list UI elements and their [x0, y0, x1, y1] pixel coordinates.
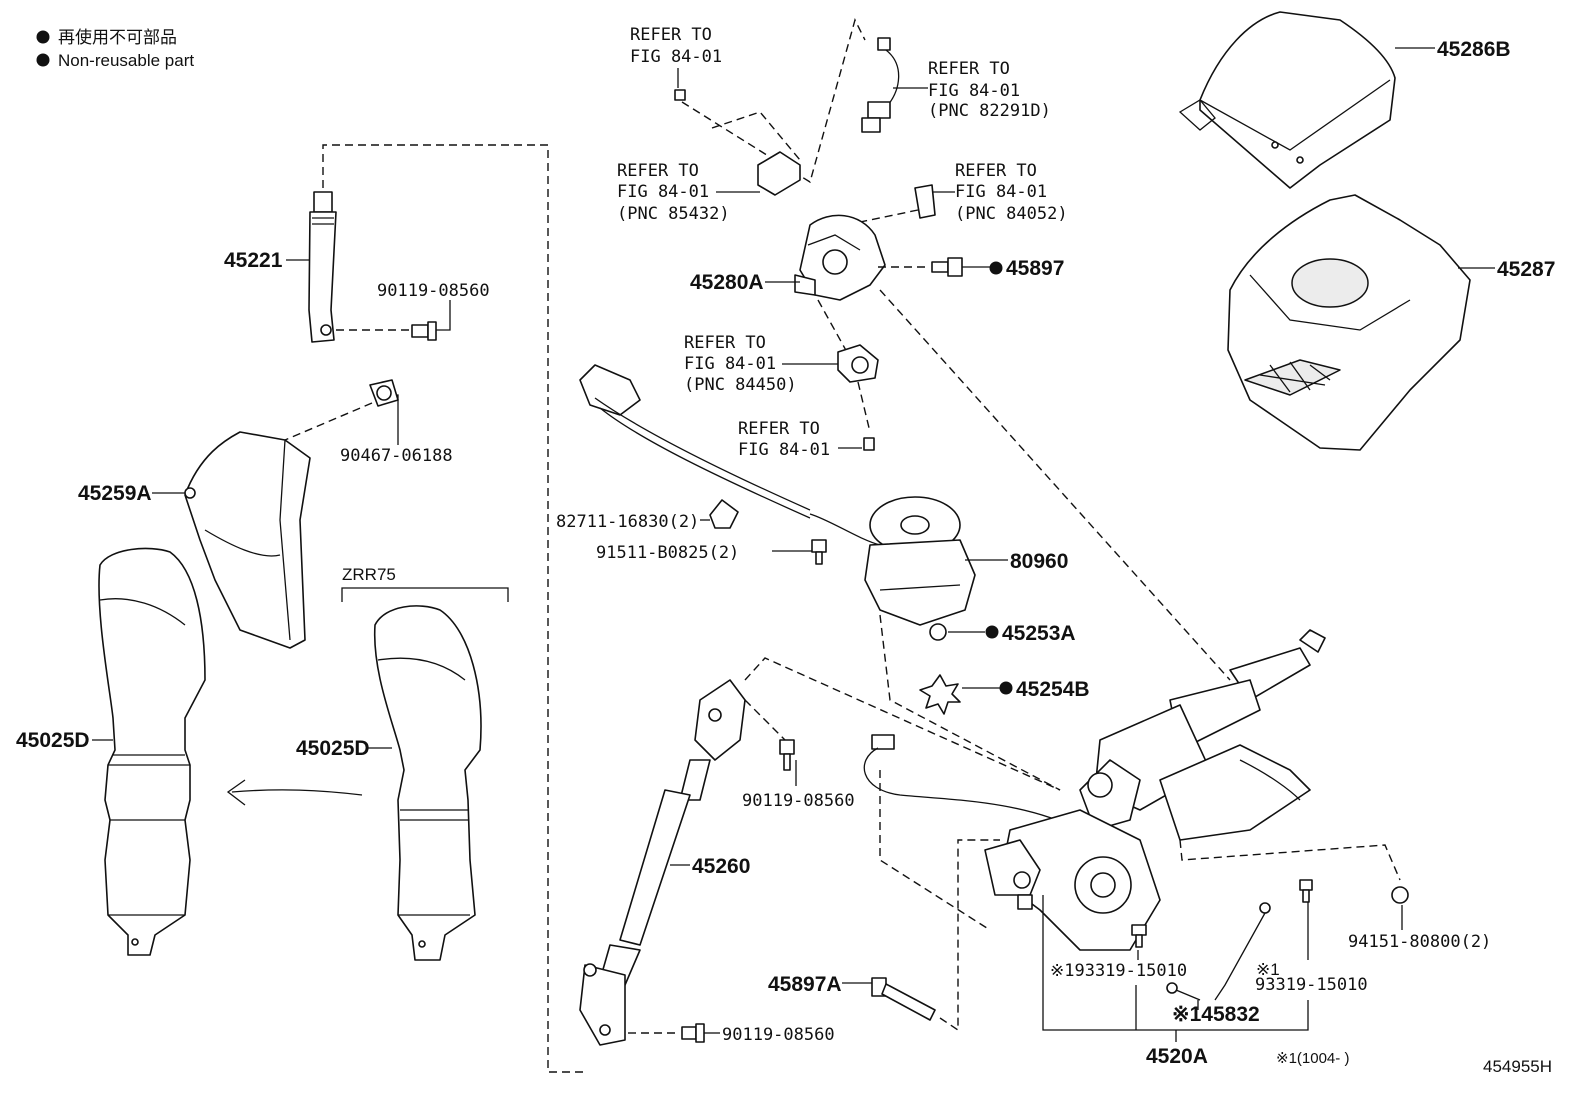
footnote: ※1(1004- ): [1276, 1050, 1349, 1067]
bolt-90119-bottom: [681, 1023, 705, 1043]
refer-84052-line3: (PNC 84052): [955, 204, 1068, 224]
label-90119-top: 90119-08560: [377, 281, 490, 301]
clip-94151: [1391, 886, 1409, 904]
label-45253A: 45253A: [1002, 622, 1076, 645]
boot-45025D-left: [98, 547, 206, 956]
variant-bracket: [341, 587, 509, 602]
label-45286B: 45286B: [1437, 38, 1511, 61]
bolt-93319-a: [1131, 924, 1147, 948]
label-94151: 94151-80800(2): [1348, 932, 1491, 952]
label-82711: 82711-16830(2): [556, 512, 699, 532]
refer-top-line1: REFER TO: [630, 25, 712, 45]
label-45025D-right: 45025D: [296, 737, 370, 760]
refer-82291d-line2: FIG 84-01: [928, 81, 1020, 101]
label-45260: 45260: [692, 855, 750, 878]
label-45254B: 45254B: [1016, 678, 1090, 701]
label-93319-b-mark: ※1: [1256, 960, 1280, 979]
refer-84052-line2: FIG 84-01: [955, 182, 1047, 202]
label-93319-b: 93319-15010: [1255, 975, 1368, 995]
bolt-90119-top: [411, 321, 437, 341]
refer-screw-line2: FIG 84-01: [738, 440, 830, 460]
label-90119-bottom: 90119-08560: [722, 1025, 835, 1045]
label-90119-mid: 90119-08560: [742, 791, 855, 811]
non-reusable-bullet-icon: [36, 53, 50, 67]
legend-japanese: 再使用不可部品: [58, 27, 177, 47]
boot-45025D-right: [373, 605, 482, 961]
clip-82711: [709, 499, 739, 529]
refer-84450-line1: REFER TO: [684, 333, 766, 353]
gear-45253A: [929, 623, 947, 641]
refer-85432-line1: REFER TO: [617, 161, 699, 181]
connector-82291D: [861, 37, 900, 133]
switch-84052: [914, 184, 936, 219]
non-reusable-bullet-icon: [985, 625, 999, 639]
lower-cover-45287: [1227, 194, 1471, 451]
label-45221: 45221: [224, 249, 283, 272]
diagram-id: 454955H: [1483, 1057, 1552, 1076]
column-connector-cable: [863, 734, 1081, 831]
upper-cover-45286B: [1178, 11, 1396, 189]
refer-85432-line3: (PNC 85432): [617, 204, 730, 224]
label-45897A: 45897A: [768, 973, 842, 996]
legend-english: Non-reusable part: [58, 51, 194, 70]
label-45287: 45287: [1497, 258, 1555, 281]
variant-label: ZRR75: [342, 565, 396, 584]
screw-icon: [863, 437, 875, 451]
shaft-45221: [308, 191, 337, 343]
label-80960: 80960: [1010, 550, 1068, 573]
intermediate-shaft-45260: [579, 679, 746, 1046]
label-4520A: 4520A: [1146, 1045, 1208, 1068]
cover-45259A: [184, 431, 311, 649]
switch-84450: [837, 344, 879, 383]
legend: 再使用不可部品 Non-reusable part: [36, 27, 194, 70]
bolt-45897A: [871, 977, 936, 1021]
label-45832: ※145832: [1172, 1003, 1260, 1026]
non-reusable-bullet-icon: [999, 681, 1013, 695]
refer-85432-line2: FIG 84-01: [617, 182, 709, 202]
label-90467: 90467-06188: [340, 446, 453, 466]
refer-screw-line1: REFER TO: [738, 419, 820, 439]
replacement-arrow-icon: [226, 779, 363, 806]
sensor-85432: [757, 151, 801, 196]
non-reusable-bullet-icon: [36, 30, 50, 44]
grommet-90467: [369, 379, 399, 407]
refer-84450-line3: (PNC 84450): [684, 375, 797, 395]
label-45259A: 45259A: [78, 482, 152, 505]
bolt-91511: [811, 539, 827, 565]
gear-45254B: [919, 674, 961, 715]
ground-strap-45832: [1166, 879, 1313, 1001]
label-45025D-left: 45025D: [16, 729, 90, 752]
refer-84450-line2: FIG 84-01: [684, 354, 776, 374]
label-91511: 91511-B0825(2): [596, 543, 739, 563]
label-93319-a: ※193319-15010: [1050, 961, 1187, 981]
label-45280A: 45280A: [690, 271, 764, 294]
refer-top-line2: FIG 84-01: [630, 47, 722, 67]
steering-column-assembly: [984, 629, 1326, 951]
wire-harness: [579, 364, 881, 546]
bolt-90119-mid: [779, 739, 795, 771]
refer-82291d-line1: REFER TO: [928, 59, 1010, 79]
screw-icon: [674, 89, 686, 101]
label-45897: 45897: [1006, 257, 1064, 280]
coil-assembly-80960: [864, 496, 976, 626]
assembly-bracket-line: [322, 144, 587, 1073]
refer-84052-line1: REFER TO: [955, 161, 1037, 181]
non-reusable-bullet-icon: [989, 261, 1003, 275]
refer-82291d-line3: (PNC 82291D): [928, 101, 1051, 121]
bolt-45897: [931, 257, 963, 277]
lock-housing-45280A: [794, 214, 886, 301]
